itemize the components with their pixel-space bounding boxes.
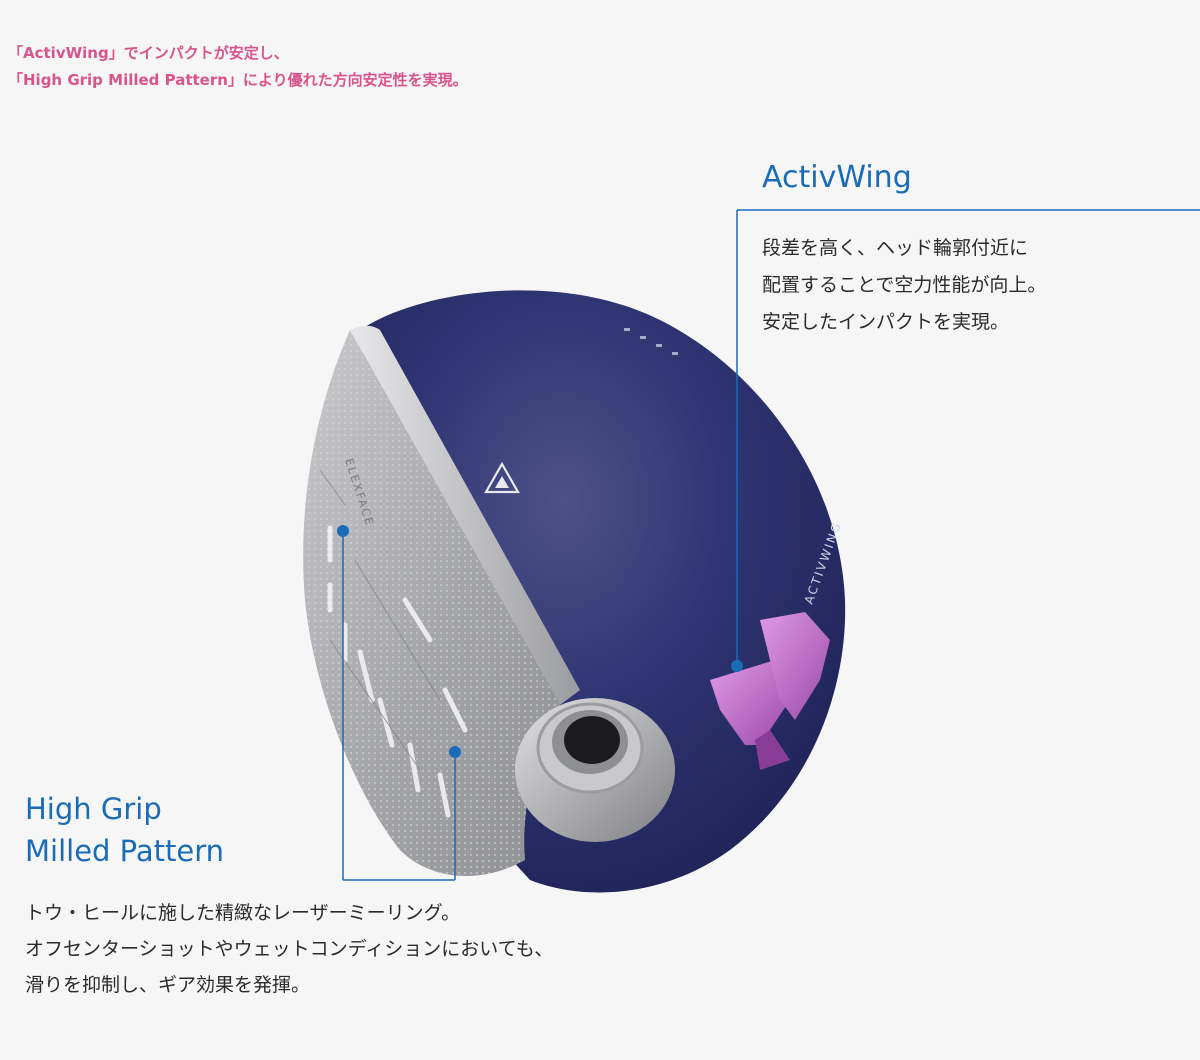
headline: 「ActivWing」でインパクトが安定し、 「High Grip Milled… xyxy=(8,40,468,94)
high-grip-title: High Grip Milled Pattern xyxy=(25,788,224,872)
activwing-callout-line xyxy=(736,209,1200,664)
high-grip-description: トウ・ヒールに施した精緻なレーザーミーリング。 オフセンターショットやウェットコ… xyxy=(25,895,553,1003)
high-grip-description-line: トウ・ヒールに施した精緻なレーザーミーリング。 xyxy=(25,902,461,924)
activwing-title: ActivWing xyxy=(762,160,912,195)
high-grip-callout-line xyxy=(342,531,456,881)
high-grip-callout-dot-1 xyxy=(337,525,349,537)
activwing-description: 段差を高く、ヘッド輪郭付近に 配置することで空力性能が向上。 安定したインパクト… xyxy=(762,230,1046,341)
high-grip-callout-dot-2 xyxy=(449,746,461,758)
high-grip-title-line-1: High Grip xyxy=(25,792,162,826)
activwing-description-line: 配置することで空力性能が向上。 xyxy=(762,274,1047,296)
high-grip-description-line: 滑りを抑制し、ギア効果を発揮。 xyxy=(25,974,311,996)
crown-logo-icon xyxy=(484,461,520,494)
face-rim xyxy=(350,325,580,705)
headline-line-1: 「ActivWing」でインパクトが安定し、 xyxy=(8,44,289,62)
activwing-description-line: 安定したインパクトを実現。 xyxy=(762,311,1010,333)
high-grip-description-line: オフセンターショットやウェットコンディションにおいても、 xyxy=(25,938,554,960)
activwing-callout-dot xyxy=(731,660,743,672)
activwing-description-line: 段差を高く、ヘッド輪郭付近に xyxy=(762,237,1029,259)
high-grip-title-line-2: Milled Pattern xyxy=(25,834,224,868)
activwing-fins xyxy=(710,612,830,770)
hosel xyxy=(515,698,675,842)
milled-pattern-grooves xyxy=(327,525,468,818)
headline-line-2: 「High Grip Milled Pattern」により優れた方向安定性を実現… xyxy=(8,71,468,89)
